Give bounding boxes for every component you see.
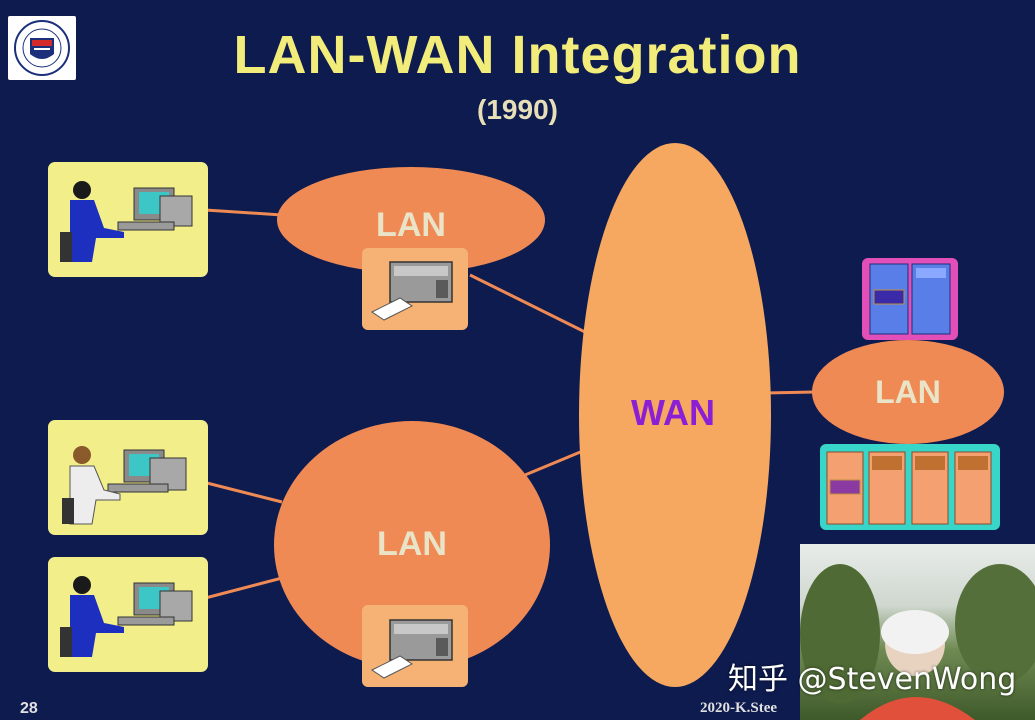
link-wan-lan-right bbox=[765, 392, 815, 393]
workstation-2 bbox=[48, 420, 208, 535]
workstation-3 bbox=[48, 557, 208, 672]
watermark: 知乎 @StevenWong bbox=[728, 654, 1016, 698]
lan-right-label: LAN bbox=[875, 374, 941, 410]
footer-text: 2020-K.Stee bbox=[700, 700, 777, 717]
wan-label: WAN bbox=[631, 392, 715, 433]
link-workstation2-lan-bottom bbox=[195, 480, 282, 502]
printer-bottom bbox=[362, 605, 468, 687]
lan-bottom-label: LAN bbox=[377, 525, 447, 563]
server-rack-cyan bbox=[820, 444, 1000, 530]
printer-top bbox=[362, 248, 468, 330]
link-printer-top-wan bbox=[470, 275, 585, 332]
server-rack-pink bbox=[862, 258, 958, 340]
workstation-1 bbox=[48, 162, 208, 277]
lan-top-label: LAN bbox=[376, 206, 446, 244]
slide-number: 28 bbox=[20, 700, 38, 718]
